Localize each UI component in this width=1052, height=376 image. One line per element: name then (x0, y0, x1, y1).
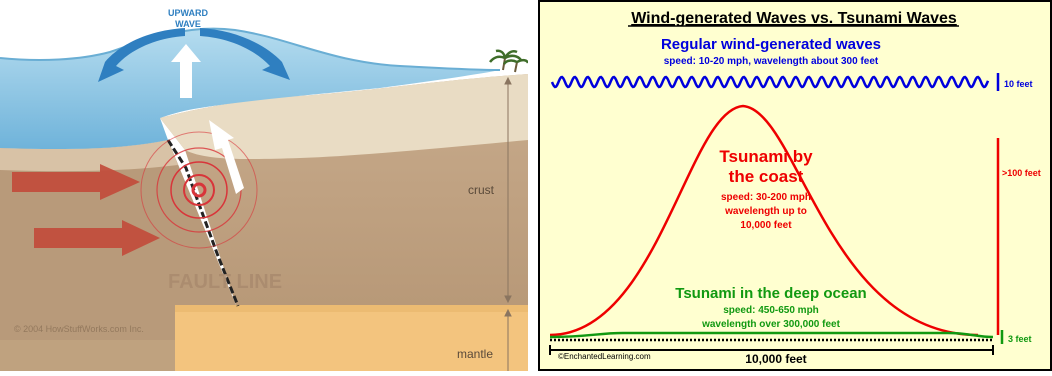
coastal-tsunami-curve (549, 104, 979, 337)
left-copyright: © 2004 HowStuffWorks.com Inc. (14, 324, 144, 334)
seabed-sediment (160, 74, 528, 160)
coastal-scale-label: >100 feet (1002, 168, 1041, 178)
fault-line-label: FAULT LINE (168, 271, 282, 293)
bottom-scale-label: 10,000 feet (745, 352, 806, 366)
tsunami-formation-svg: UPWARD WAVE crust mantle FAULT LINE © 20… (0, 0, 530, 371)
chart-frame (538, 0, 1052, 371)
upward-wave-label-2: WAVE (175, 19, 201, 29)
deep-title: Tsunami in the deep ocean (675, 285, 866, 302)
coastal-speed: speed: 30-200 mph (721, 192, 811, 203)
coastal-title-1: Tsunami by (719, 147, 813, 166)
push-arrow-icon (12, 164, 160, 256)
deep-wavelength: wavelength over 300,000 feet (701, 319, 841, 330)
bottom-scale-bar (549, 345, 994, 355)
deep-speed: speed: 450-650 mph (723, 305, 819, 316)
coastal-title-2: the coast (729, 167, 804, 186)
mantle-label: mantle (457, 347, 493, 361)
ocean (0, 28, 500, 150)
upward-arrow-icon (209, 120, 244, 194)
epicenter-rings-icon (140, 131, 258, 249)
regular-waves-detail: speed: 10-20 mph, wavelength about 300 f… (664, 56, 879, 67)
wave-comparison-svg: Wind-generated Waves vs. Tsunami Waves R… (538, 0, 1052, 371)
regular-scale-label: 10 feet (1004, 79, 1033, 89)
wave-upward-arrow-icon (171, 44, 201, 98)
deep-tsunami-line (549, 331, 994, 339)
deep-scale-label: 3 feet (1008, 334, 1032, 344)
crust-dimension-line (504, 76, 512, 371)
regular-waves-title: Regular wind-generated waves (661, 36, 881, 53)
chart-title: Wind-generated Waves vs. Tsunami Waves (631, 10, 957, 27)
crust-label: crust (468, 183, 495, 197)
coastal-wavelength-2: 10,000 feet (740, 220, 792, 231)
fault-line (166, 139, 240, 307)
regular-wave-line (550, 75, 990, 89)
tsunami-formation-diagram: UPWARD WAVE crust mantle FAULT LINE © 20… (0, 0, 530, 371)
wave-comparison-diagram: Wind-generated Waves vs. Tsunami Waves R… (538, 0, 1052, 371)
upward-wave-label-1: UPWARD (168, 8, 208, 18)
wave-curved-arrows-icon (98, 28, 290, 82)
right-copyright: ©EnchantedLearning.com (558, 352, 651, 361)
coastal-wavelength-1: wavelength up to (724, 206, 807, 217)
palm-tree-icon (489, 49, 530, 73)
